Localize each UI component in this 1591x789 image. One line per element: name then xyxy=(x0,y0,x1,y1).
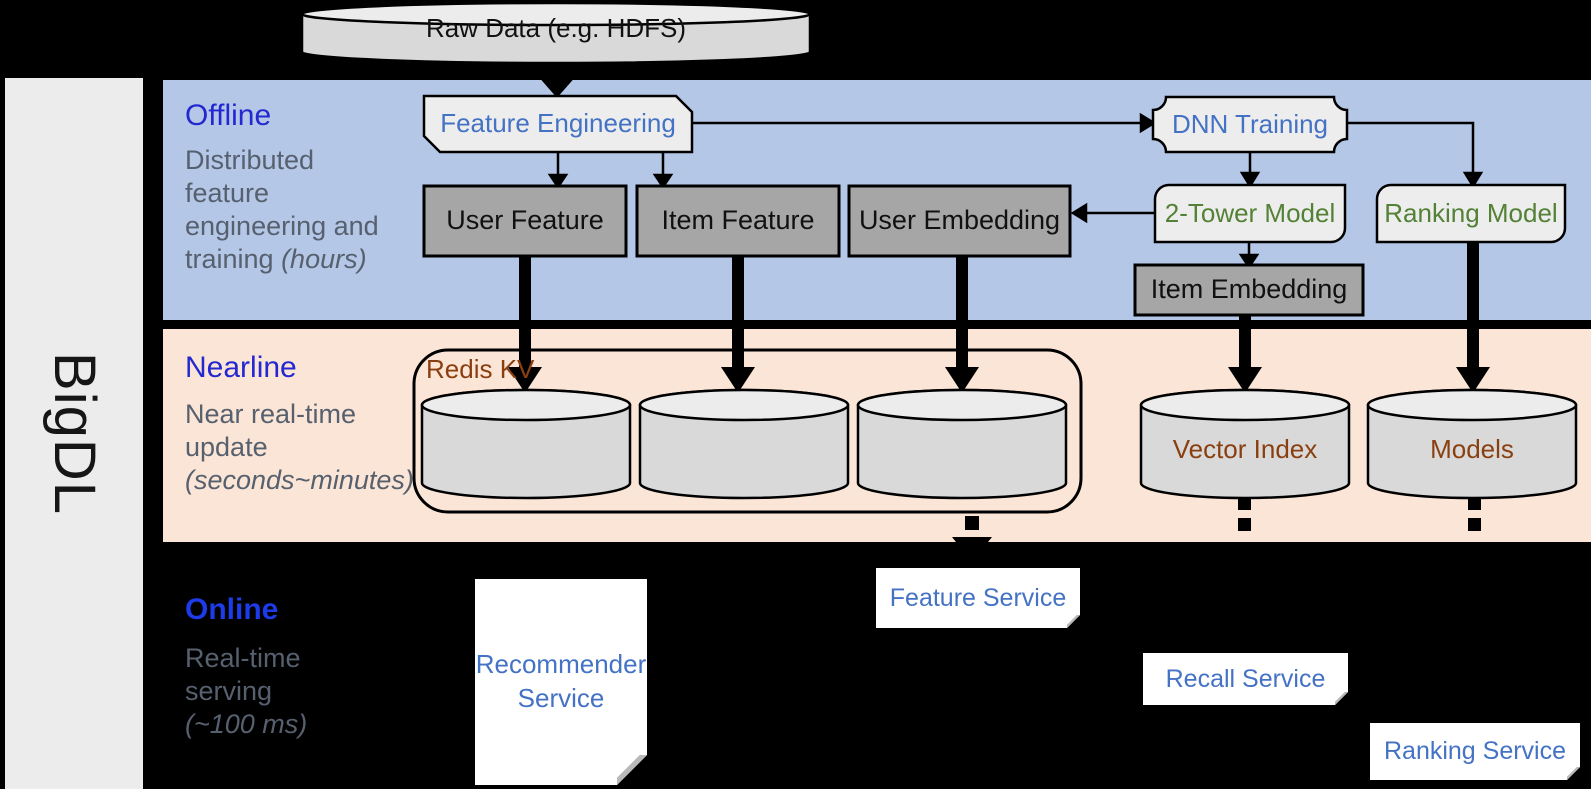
feature-service-label: Feature Service xyxy=(889,583,1067,612)
feature-service-box: Feature Service xyxy=(876,568,1080,628)
user-feature-label: User Feature xyxy=(446,205,604,236)
subtitle-line: serving xyxy=(185,675,273,706)
folded-corner-icon xyxy=(1567,767,1580,780)
folded-corner-icon xyxy=(617,755,647,785)
bigdl-brand-label: BigDL xyxy=(41,352,107,515)
folded-corner-icon xyxy=(1067,615,1080,628)
redis-kv-label: Redis KV xyxy=(426,354,535,385)
offline-band-title: Offline xyxy=(185,98,272,132)
folded-corner-icon xyxy=(1335,692,1348,705)
subtitle-line: Real-time xyxy=(185,643,301,673)
dnn-training-label: DNN Training xyxy=(1171,108,1329,139)
subtitle-line: (~100 ms) xyxy=(185,708,308,739)
item-embedding-label: Item Embedding xyxy=(1150,274,1348,305)
recall-service-box: Recall Service xyxy=(1143,653,1348,705)
recommender-service-label: Recommender Service xyxy=(475,649,647,713)
offline-band-subtitle: Distributed feature engineering and trai… xyxy=(185,144,455,276)
nearline-band-title: Nearline xyxy=(185,350,297,384)
vector-index-label: Vector Index xyxy=(1172,434,1318,465)
ranking-service-box: Ranking Service xyxy=(1370,723,1580,780)
subtitle-line: Near real-time xyxy=(185,399,357,429)
nearline-band-subtitle: Near real-time update (seconds~minutes) xyxy=(185,398,465,497)
subtitle-line: update xyxy=(185,431,268,462)
recommender-service-doc: Recommender Service xyxy=(475,579,647,785)
models-label: Models xyxy=(1430,434,1514,465)
recall-service-label: Recall Service xyxy=(1165,664,1326,693)
online-band-title: Online xyxy=(185,592,279,626)
subtitle-line: training (hours) xyxy=(185,243,367,274)
online-band-subtitle: Real-time serving (~100 ms) xyxy=(185,642,435,741)
two-tower-model-label: 2-Tower Model xyxy=(1164,197,1336,228)
subtitle-line: feature xyxy=(185,177,270,208)
bigdl-sidebar: BigDL xyxy=(5,78,143,789)
subtitle-line: Distributed xyxy=(185,145,315,175)
ranking-model-label: Ranking Model xyxy=(1384,197,1558,228)
subtitle-line: (seconds~minutes) xyxy=(185,464,414,495)
raw-data-label: Raw Data (e.g. HDFS) xyxy=(425,13,687,44)
band-divider xyxy=(163,320,1591,329)
feature-engineering-label: Feature Engineering xyxy=(440,108,676,139)
user-embedding-label: User Embedding xyxy=(858,205,1061,236)
item-feature-label: Item Feature xyxy=(661,205,815,236)
ranking-service-label: Ranking Service xyxy=(1383,737,1567,766)
subtitle-line: engineering and xyxy=(185,210,379,241)
